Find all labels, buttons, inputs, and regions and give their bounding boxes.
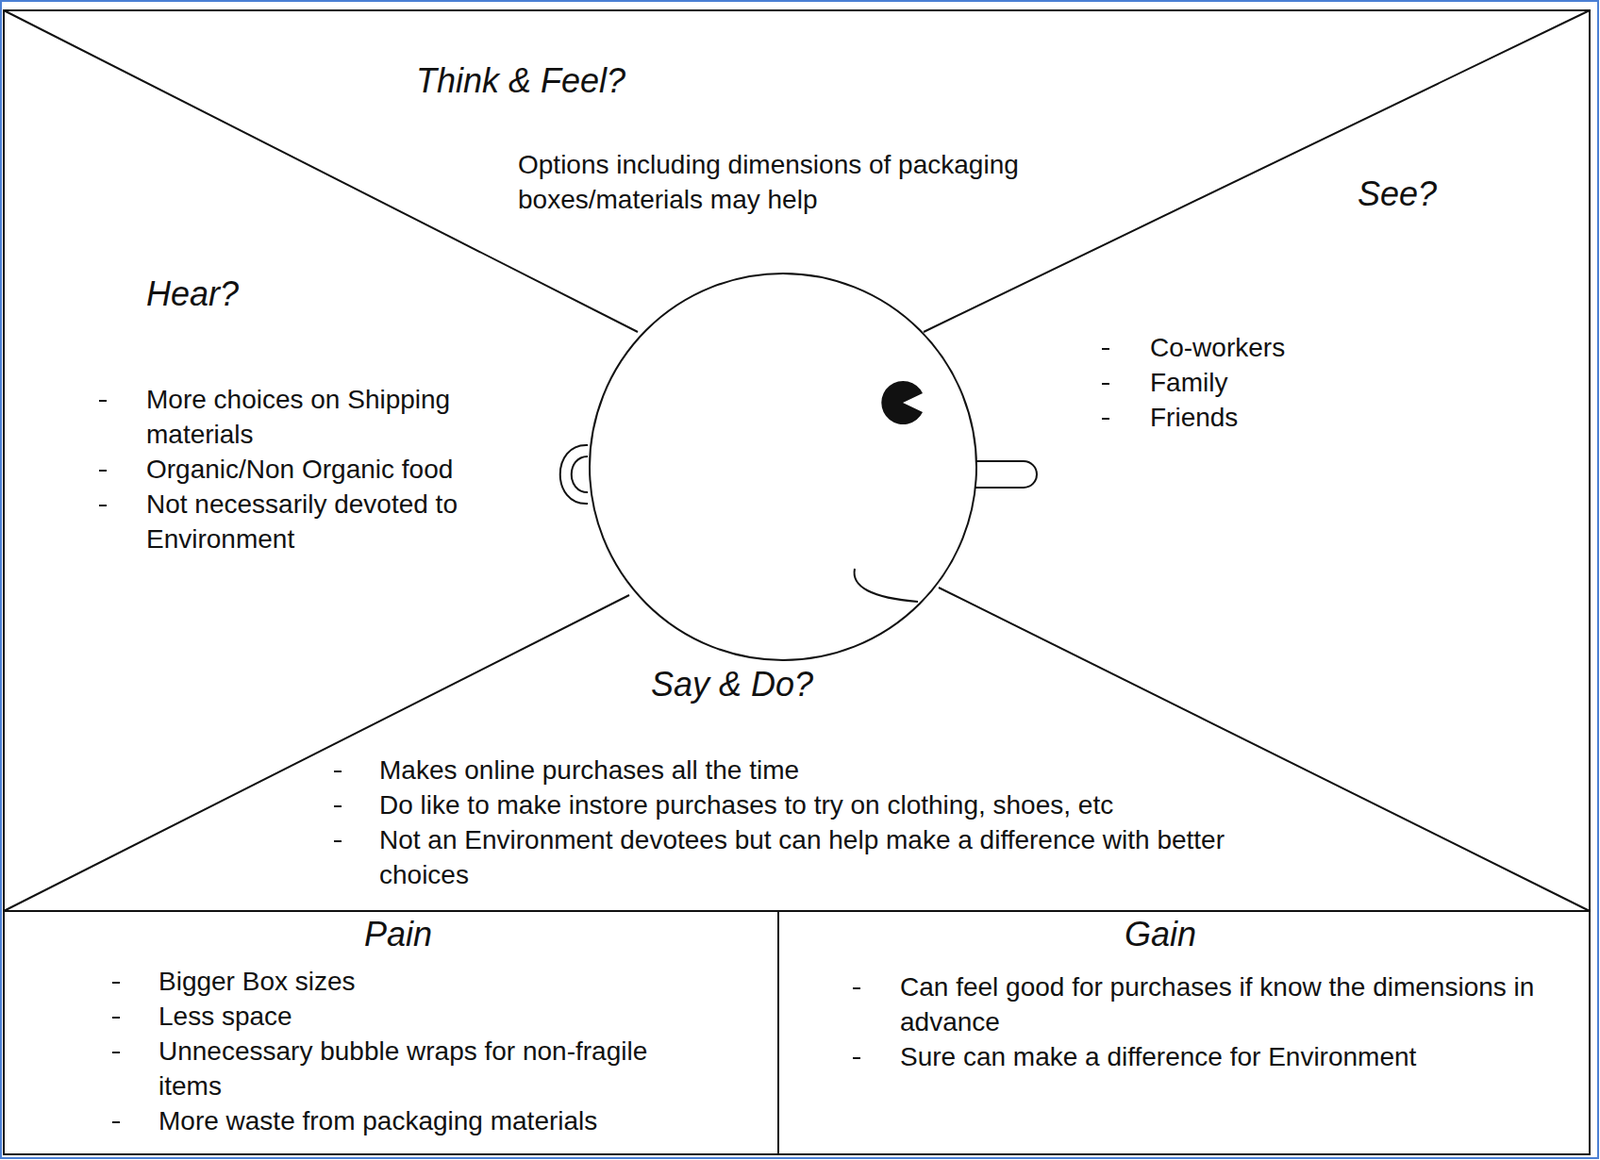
bullet-item: Less space [112, 999, 687, 1034]
note-text: More choices on Shipping materials [146, 384, 450, 450]
section-heading: Say & Do? [650, 666, 1314, 704]
say-do-section: Say & Do? Makes online purchases all the … [333, 666, 1314, 893]
bullet-item: Not an Environment devotees but can help… [333, 822, 1314, 893]
bullet-item: Bigger Box sizes [112, 964, 687, 1000]
bullet-item: Co-workers [1101, 330, 1528, 366]
bullet-dash [333, 805, 342, 808]
diagonal-divider [938, 587, 1590, 912]
bullet-item: More choices on Shipping materials [99, 382, 543, 452]
bullet-dash [99, 504, 107, 507]
section-body: Bigger Box sizesLess spaceUnnecessary bu… [112, 964, 687, 1139]
section-heading: Hear? [146, 275, 543, 314]
vertical-divider [777, 911, 780, 1155]
pain-section: PainBigger Box sizesLess spaceUnnecessar… [112, 916, 687, 1139]
bullet-item: Family [1101, 365, 1528, 400]
head-mouth [854, 568, 918, 602]
note-text: Sure can make a difference for Environme… [900, 1042, 1417, 1072]
bullet-item: Can feel good for purchases if know the … [852, 969, 1542, 1040]
section-heading: Gain [1018, 916, 1302, 954]
note-text: Friends [1150, 402, 1238, 433]
diagonal-divider [3, 595, 630, 912]
gain-section: GainCan feel good for purchases if know … [852, 916, 1542, 1075]
note-text: Unnecessary bubble wraps for non-fragile… [158, 1036, 648, 1101]
bullet-dash [99, 469, 107, 472]
section-body: More choices on Shipping materialsOrgani… [99, 382, 543, 557]
note-text: More waste from packaging materials [158, 1106, 598, 1136]
section-body: Can feel good for purchases if know the … [852, 969, 1542, 1075]
section-heading: Think & Feel? [416, 62, 1141, 100]
note-text: Organic/Non Organic food [146, 454, 453, 484]
note-text: Options including dimensions of packagin… [517, 150, 1019, 215]
note-text: Family [1150, 367, 1228, 398]
head-ear [560, 445, 588, 504]
bullet-item: Makes online purchases all the time [333, 752, 1314, 788]
bullet-item: Friends [1101, 400, 1528, 435]
head-ear [571, 456, 588, 493]
head-circle [589, 273, 977, 661]
head-eye [881, 381, 923, 425]
bullet-dash [112, 1016, 120, 1019]
note-text: Do like to make instore purchases to try… [379, 790, 1114, 820]
horizontal-divider [3, 910, 1590, 913]
map-frame [3, 10, 1590, 1155]
bullet-dash [852, 1057, 861, 1060]
bullet-dash [112, 982, 120, 984]
note-text: Not necessarily devoted to Environment [146, 489, 458, 554]
bullet-dash [1101, 383, 1110, 385]
bullet-item: Not necessarily devoted to Environment [99, 486, 543, 557]
section-heading: See? [1357, 175, 1528, 214]
bullet-item: More waste from packaging materials [112, 1103, 687, 1139]
think-feel-section: Think & Feel? Options including dimension… [416, 62, 1141, 217]
note-text: Co-workers [1150, 333, 1285, 363]
section-body: Makes online purchases all the time Do li… [333, 752, 1314, 893]
section-heading: Pain [256, 916, 540, 954]
bullet-dash [1101, 417, 1110, 420]
bullet-dash [1101, 348, 1110, 350]
bullet-dash [112, 1051, 120, 1054]
bullet-dash [99, 400, 107, 402]
note-text: Can feel good for purchases if know the … [900, 972, 1534, 1037]
section-body: Co-workersFamilyFriends [1101, 330, 1528, 435]
bullet-dash [333, 840, 342, 843]
note-text: Not an Environment devotees but can help… [379, 825, 1225, 890]
note-text: Bigger Box sizes [158, 966, 356, 997]
bullet-dash [112, 1121, 120, 1124]
bullet-dash [333, 770, 342, 773]
bullet-item: Do like to make instore purchases to try… [333, 787, 1314, 823]
bullet-item: Sure can make a difference for Environme… [852, 1039, 1542, 1075]
bullet-item: Unnecessary bubble wraps for non-fragile… [112, 1033, 687, 1104]
body-text: Options including dimensions of packagin… [517, 147, 1141, 217]
see-section: See? Co-workersFamilyFriends [1101, 175, 1528, 435]
head-nose [975, 461, 1037, 488]
diagonal-divider [923, 10, 1590, 333]
bullet-dash [852, 987, 861, 990]
note-text: Makes online purchases all the time [379, 755, 800, 785]
section-body: Options including dimensions of packagin… [517, 147, 1141, 217]
bullet-item: Organic/Non Organic food [99, 451, 543, 487]
note-text: Less space [158, 1001, 293, 1032]
hear-section: Hear? More choices on Shipping materialsO… [99, 275, 543, 557]
